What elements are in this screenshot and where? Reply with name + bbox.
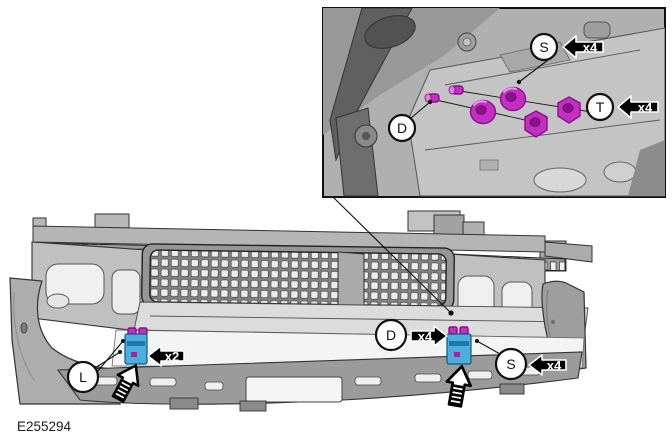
license-plate-recess bbox=[245, 376, 343, 403]
callout-circle-s-inset: S bbox=[529, 32, 559, 62]
quantity-arrow-d-main: x4 bbox=[410, 325, 448, 347]
retainer-bracket-right bbox=[446, 326, 472, 365]
callout-circle-d-inset: D bbox=[387, 113, 417, 143]
quantity-text-d-main: x4 bbox=[418, 329, 433, 344]
callout-letter-d-inset: D bbox=[397, 120, 407, 136]
quantity-text-s-inset: x4 bbox=[583, 40, 598, 55]
quantity-text-t-inset: x4 bbox=[638, 100, 653, 115]
callout-letter-s-main: S bbox=[506, 356, 515, 372]
inset-detail-box: D S x4 T x4 bbox=[322, 7, 666, 198]
fastener-nut bbox=[524, 110, 548, 138]
callout-circle-d-main bbox=[374, 318, 408, 352]
left-headlamp-panel bbox=[31, 241, 147, 333]
callout-circle-l bbox=[66, 360, 100, 394]
bumper-upper-face bbox=[133, 301, 589, 339]
quantity-arrow-l: x2 bbox=[147, 345, 185, 367]
fastener-washer bbox=[469, 99, 497, 125]
callout-s-main: S bbox=[475, 339, 528, 381]
callout-l: L bbox=[66, 339, 125, 394]
quantity-arrow-t-inset: x4 bbox=[617, 95, 659, 119]
callout-d-main: D bbox=[374, 318, 408, 352]
fastener-washer bbox=[499, 86, 527, 112]
bumper-grille-assembly bbox=[9, 210, 593, 412]
fastener-stud bbox=[448, 85, 464, 95]
quantity-arrow-s-inset: x4 bbox=[562, 35, 604, 59]
quantity-arrow-s-main: x4 bbox=[528, 354, 567, 376]
retainer-bracket-left bbox=[124, 327, 148, 365]
fastener-stud bbox=[424, 93, 440, 103]
callout-circle-t-inset: T bbox=[585, 92, 615, 122]
upper-tie-bar-right bbox=[544, 241, 593, 263]
figure-code: E255294 bbox=[17, 419, 72, 434]
fastener-nut bbox=[557, 96, 581, 124]
callout-letter-s-inset: S bbox=[539, 39, 548, 55]
inset-leader-line bbox=[332, 196, 454, 316]
callout-circle-s-main bbox=[494, 347, 528, 381]
callout-letter-t-inset: T bbox=[596, 99, 605, 115]
quantity-text-l: x2 bbox=[165, 349, 179, 364]
callout-letter-l: L bbox=[79, 369, 87, 385]
quantity-text-s-main: x4 bbox=[547, 358, 562, 373]
callout-letter-d-main: D bbox=[386, 327, 396, 343]
inset-boss-large bbox=[364, 15, 416, 49]
grille-mesh bbox=[149, 249, 447, 307]
